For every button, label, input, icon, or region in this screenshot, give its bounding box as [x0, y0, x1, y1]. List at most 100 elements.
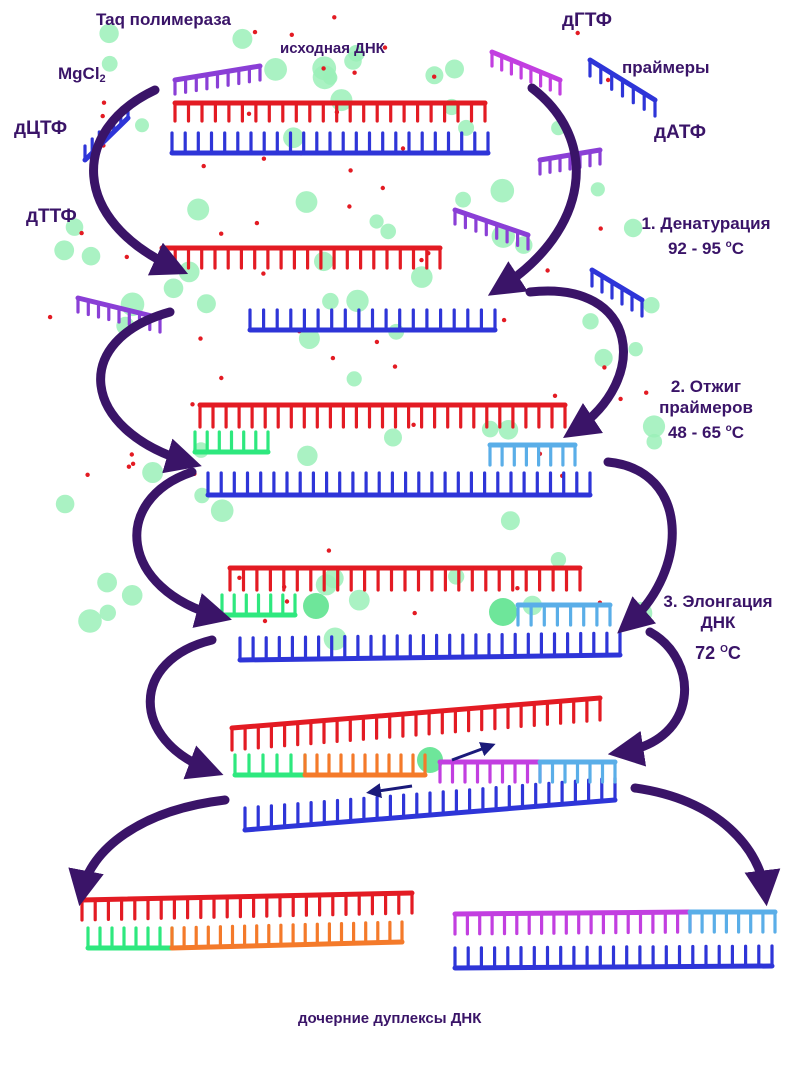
- mg-ion-dot: [400, 146, 406, 151]
- step-denaturation: 1. Денатурация 92 - 95 oС: [616, 213, 796, 259]
- elongation-primer-forward-bases: [220, 593, 297, 617]
- mg-ion-dot: [237, 575, 242, 580]
- arrow-anneal-left: [132, 467, 232, 628]
- mg-ion-dot: [380, 185, 385, 191]
- extending-template-bottom-bases: [243, 776, 617, 832]
- daughter-left-extension-bases: [170, 920, 404, 950]
- polymerase-dot: [315, 574, 337, 596]
- mg-ion-dot: [501, 317, 507, 323]
- mg-ion-dot: [419, 257, 424, 263]
- extending-extension-forward: [302, 753, 428, 778]
- mg-ion-dot: [100, 113, 105, 119]
- mg-ion-dot: [347, 204, 352, 209]
- mg-ion-dot: [432, 74, 437, 79]
- polymerase-direction-arrow-right: [451, 742, 496, 762]
- polymerase-dot: [264, 58, 287, 81]
- daughter-right-extension-backbone: [452, 909, 693, 917]
- free-primer-1: [587, 57, 658, 118]
- annealing-template-top-bases: [198, 403, 567, 429]
- mg-ion-dot: [374, 339, 380, 345]
- arrow-elong-left: [145, 635, 224, 780]
- denatured-strand-bottom: [247, 308, 498, 333]
- mg-ion-dot: [130, 461, 136, 466]
- daughter-right-strand-bottom-bases: [453, 944, 774, 970]
- dgtp-label: дГТФ: [562, 10, 612, 31]
- template-strand-top-bases: [173, 101, 487, 123]
- polymerase-enzyme: [489, 598, 517, 626]
- mg-ion-dot: [330, 355, 336, 361]
- mg-ion-dot: [262, 618, 268, 624]
- mg-ion-dot: [219, 375, 224, 381]
- daughter-duplexes-caption: дочерние дуплексы ДНК: [298, 1010, 482, 1027]
- extending-primer-reverse-bases: [538, 760, 617, 784]
- mg-ion-dot: [79, 230, 84, 236]
- polymerase-dot: [346, 289, 369, 313]
- mg-ion-dot: [252, 29, 258, 35]
- extending-primer-forward-bases: [233, 753, 307, 777]
- extending-template-top-bases: [230, 696, 602, 752]
- daughter-right-extension: [452, 909, 693, 936]
- mg-ion-dot: [261, 271, 266, 276]
- mgcl2-label: MgCl2: [58, 64, 106, 85]
- annealing-primer-forward-bases: [193, 430, 270, 454]
- free-dntp-3: [537, 147, 603, 176]
- step-denaturation-temp: 92 - 95 oС: [667, 239, 745, 258]
- polymerase-dot: [346, 371, 362, 387]
- mg-ion-dot: [552, 393, 558, 398]
- mg-ion-dot: [644, 390, 649, 395]
- polymerase-dot: [210, 499, 234, 522]
- daughter-right-extension-bases: [453, 910, 692, 936]
- mg-ion-dot: [219, 231, 224, 236]
- polymerase-dot: [445, 59, 464, 79]
- free-primer-1-bases: [588, 58, 657, 118]
- denatured-strand-top-bases: [160, 246, 442, 270]
- arrow-denature-left: [96, 307, 202, 474]
- step-annealing-subtitle: праймеров: [659, 398, 753, 417]
- polymerase-dot: [298, 328, 320, 349]
- arrow-elong-right: [607, 627, 689, 767]
- mg-ion-dot: [326, 548, 332, 553]
- polymerase-dot: [590, 182, 605, 197]
- polymerase-dot: [384, 428, 402, 447]
- free-primer-3-bases: [590, 268, 644, 318]
- polymerase-dot: [163, 278, 184, 299]
- mg-ion-dot: [618, 396, 623, 402]
- polymerase-dot: [455, 191, 471, 208]
- polymerase-dot: [101, 55, 118, 72]
- free-dntp-1: [172, 63, 263, 96]
- arrow-daughter-left: [68, 795, 230, 907]
- mg-ion-dot: [348, 168, 353, 173]
- mg-ion-dot: [321, 66, 326, 71]
- template-strand-bottom: [169, 131, 491, 156]
- free-dntp-4: [452, 207, 531, 251]
- polymerase-dot: [628, 342, 643, 357]
- polymerase-dot: [322, 292, 339, 310]
- free-dntp-2: [489, 49, 563, 96]
- free-dntp-3-bases: [538, 148, 602, 176]
- mg-ion-dot: [261, 156, 267, 161]
- denatured-strand-bottom-bases: [248, 308, 497, 332]
- free-primer-3: [589, 267, 645, 318]
- daughter-left-primer-bases: [86, 926, 174, 950]
- mg-ion-dot: [129, 452, 134, 457]
- dttp-label: дТТФ: [26, 206, 77, 227]
- taq-polymerase-label: Taq полимераза: [96, 10, 231, 29]
- primers-label: праймеры: [622, 58, 710, 77]
- polymerase-dot: [135, 118, 149, 133]
- daughter-left-extension-backbone: [169, 939, 405, 951]
- mg-ion-dot: [412, 610, 417, 616]
- elongation-template-bottom: [237, 631, 623, 663]
- polymerase-dot: [55, 494, 75, 514]
- mg-ion-dot: [352, 70, 357, 75]
- arrow-anneal-right: [603, 457, 677, 634]
- step-annealing: 2. Отжиг праймеров 48 - 65 oС: [616, 376, 796, 443]
- extending-extension-forward-bases: [303, 753, 427, 777]
- extending-primer-reverse: [537, 759, 618, 784]
- extending-template-bottom: [242, 776, 618, 833]
- polymerase-dot: [498, 420, 519, 440]
- polymerase-dot: [99, 23, 119, 44]
- mg-ion-dot: [545, 268, 550, 273]
- daughter-right-primer-bases: [688, 910, 777, 934]
- free-primer-3-backbone: [589, 267, 645, 303]
